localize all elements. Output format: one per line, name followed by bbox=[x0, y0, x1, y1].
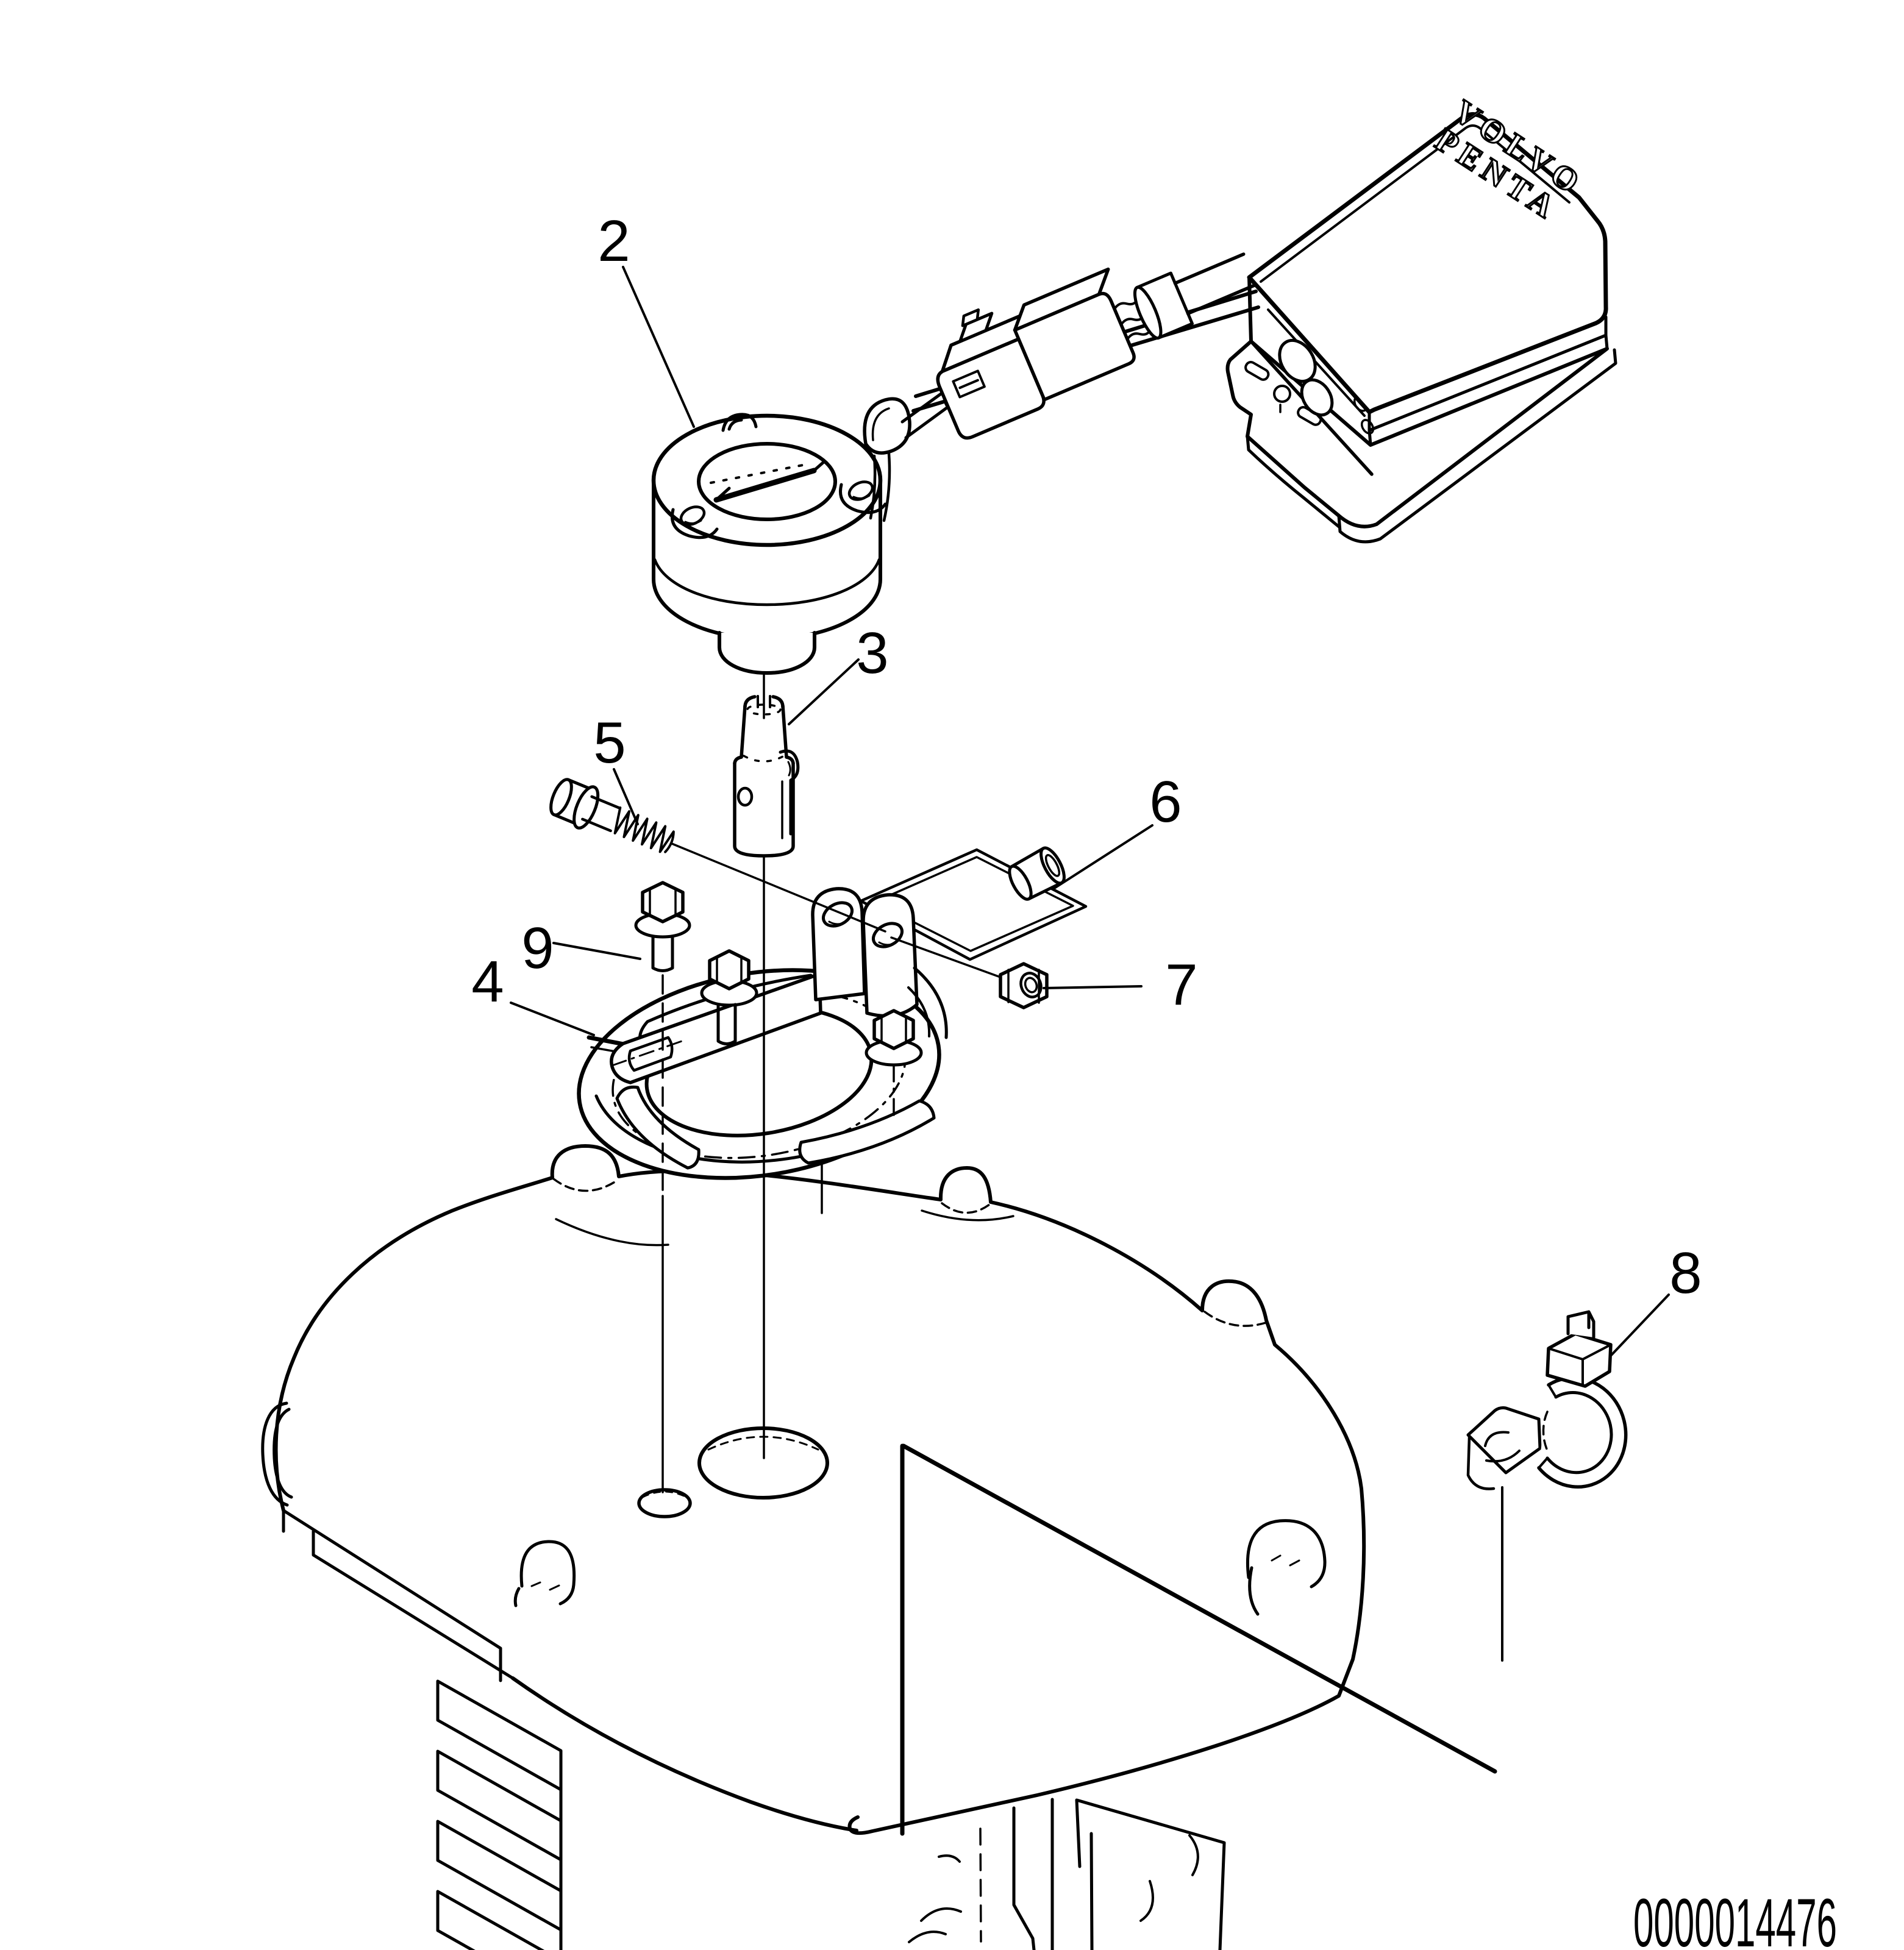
plug-latch-window bbox=[952, 369, 986, 399]
hidden-line-boss2 bbox=[941, 1202, 991, 1214]
flange-bolt-9 bbox=[634, 881, 691, 972]
bracket-foot-curve-inner bbox=[907, 986, 931, 1037]
engine-cylinder-head bbox=[261, 1091, 1497, 1950]
nut-7 bbox=[999, 962, 1049, 1009]
bolt5-axis bbox=[671, 842, 886, 933]
small-mount-hole bbox=[637, 1488, 692, 1518]
head-front-left-edge bbox=[511, 1676, 858, 1832]
plug-latch bbox=[958, 311, 994, 343]
leader-9 bbox=[552, 942, 641, 960]
leader-6 bbox=[1052, 824, 1153, 890]
stud-to-nut-axis bbox=[890, 936, 1007, 980]
receptacle-body bbox=[1013, 291, 1136, 402]
callout-2: 2 bbox=[597, 208, 630, 274]
callout-4: 4 bbox=[471, 949, 504, 1014]
lug-left bbox=[671, 508, 719, 539]
module-base-marks bbox=[1244, 360, 1322, 426]
spacer-plate bbox=[859, 848, 1088, 961]
module-face-left bbox=[1247, 276, 1253, 343]
head-outline bbox=[274, 1144, 1366, 1835]
leader-3 bbox=[788, 658, 860, 725]
coupling-sleeve bbox=[733, 695, 800, 858]
leader-4 bbox=[510, 1002, 595, 1036]
leader-7 bbox=[1043, 985, 1143, 989]
rim-tab bbox=[721, 413, 758, 432]
left-edge-boss bbox=[261, 1401, 293, 1507]
bushing bbox=[1008, 846, 1066, 901]
module-lid bbox=[1247, 112, 1608, 415]
cable-gland bbox=[863, 397, 911, 455]
face-boss-right bbox=[1246, 1519, 1327, 1616]
cable-harness bbox=[900, 252, 1260, 440]
recess-cable-end-2 bbox=[1300, 378, 1334, 417]
lower-crankcase bbox=[908, 1798, 1226, 1950]
adjust-slot bbox=[713, 468, 817, 503]
assembly-axis-lines bbox=[661, 673, 1007, 1493]
ignition-unit bbox=[651, 397, 911, 675]
module-base-thickness bbox=[1246, 348, 1617, 544]
unit-top-face bbox=[651, 413, 883, 547]
harness-tube bbox=[1173, 252, 1258, 316]
bracket-ear-right bbox=[861, 893, 919, 1018]
callout-9: 9 bbox=[521, 916, 554, 981]
leader-5 bbox=[613, 768, 639, 825]
ring-bolt-front bbox=[700, 949, 758, 1045]
gland-skirt bbox=[869, 452, 891, 522]
small-hole-hidden-rim bbox=[641, 1490, 688, 1498]
module-seam bbox=[1367, 315, 1609, 447]
bracket-foot-curve bbox=[913, 966, 948, 1039]
clamp-foot bbox=[1466, 1436, 1496, 1490]
leader-8 bbox=[1610, 1293, 1670, 1356]
clamp-ring-inner bbox=[1546, 1391, 1613, 1475]
clamp-head-tab bbox=[1566, 1310, 1596, 1339]
ring-slot-right bbox=[798, 1099, 936, 1165]
drawing-number: 0000014476 bbox=[1633, 1885, 1837, 1950]
coupling-ear bbox=[779, 749, 800, 836]
bracket-arm-slot bbox=[627, 1036, 674, 1072]
cooling-fins bbox=[282, 1509, 563, 1950]
clamp-base bbox=[1466, 1406, 1542, 1475]
unit-seam bbox=[653, 558, 881, 607]
connector bbox=[936, 252, 1258, 440]
callout-5: 5 bbox=[593, 710, 626, 775]
bolt-5 bbox=[549, 778, 675, 853]
face-boss-left bbox=[513, 1540, 576, 1607]
adjust-slot-hidden bbox=[710, 463, 807, 484]
ring-slot-left bbox=[615, 1085, 701, 1170]
callout-3: 3 bbox=[856, 621, 888, 686]
bracket-arm-slot-axis bbox=[611, 1039, 686, 1067]
callout-6: 6 bbox=[1149, 769, 1182, 834]
callout-7: 7 bbox=[1165, 952, 1197, 1017]
face-boss-right-ticks bbox=[1271, 1554, 1300, 1567]
face-contour-mid bbox=[921, 1209, 1014, 1222]
face-contour-left bbox=[555, 1218, 669, 1247]
unit-neck bbox=[718, 631, 816, 675]
plug-latch-tab bbox=[961, 308, 980, 327]
grommet-cap bbox=[1133, 285, 1163, 340]
lug-right bbox=[839, 483, 887, 514]
section-cut-lines bbox=[900, 1443, 1497, 1836]
cable-clamp bbox=[1466, 1310, 1628, 1662]
ignition-module: VOLVO PENTA bbox=[1225, 92, 1617, 544]
unit-top-inner-ring bbox=[697, 442, 837, 521]
hidden-line-boss3 bbox=[1203, 1311, 1267, 1327]
coupling-pin-hole bbox=[736, 786, 754, 807]
clamp-head bbox=[1546, 1332, 1613, 1388]
ring-bolt-rear bbox=[865, 1009, 923, 1120]
leader-2 bbox=[622, 266, 695, 428]
hidden-line-boss1 bbox=[552, 1178, 619, 1192]
face-boss-left-ticks bbox=[530, 1581, 560, 1591]
module-lid-inner-edge bbox=[1260, 124, 1571, 283]
callouts: 2 3 4 5 6 7 8 9 bbox=[471, 208, 1702, 1356]
callout-8: 8 bbox=[1669, 1240, 1702, 1306]
